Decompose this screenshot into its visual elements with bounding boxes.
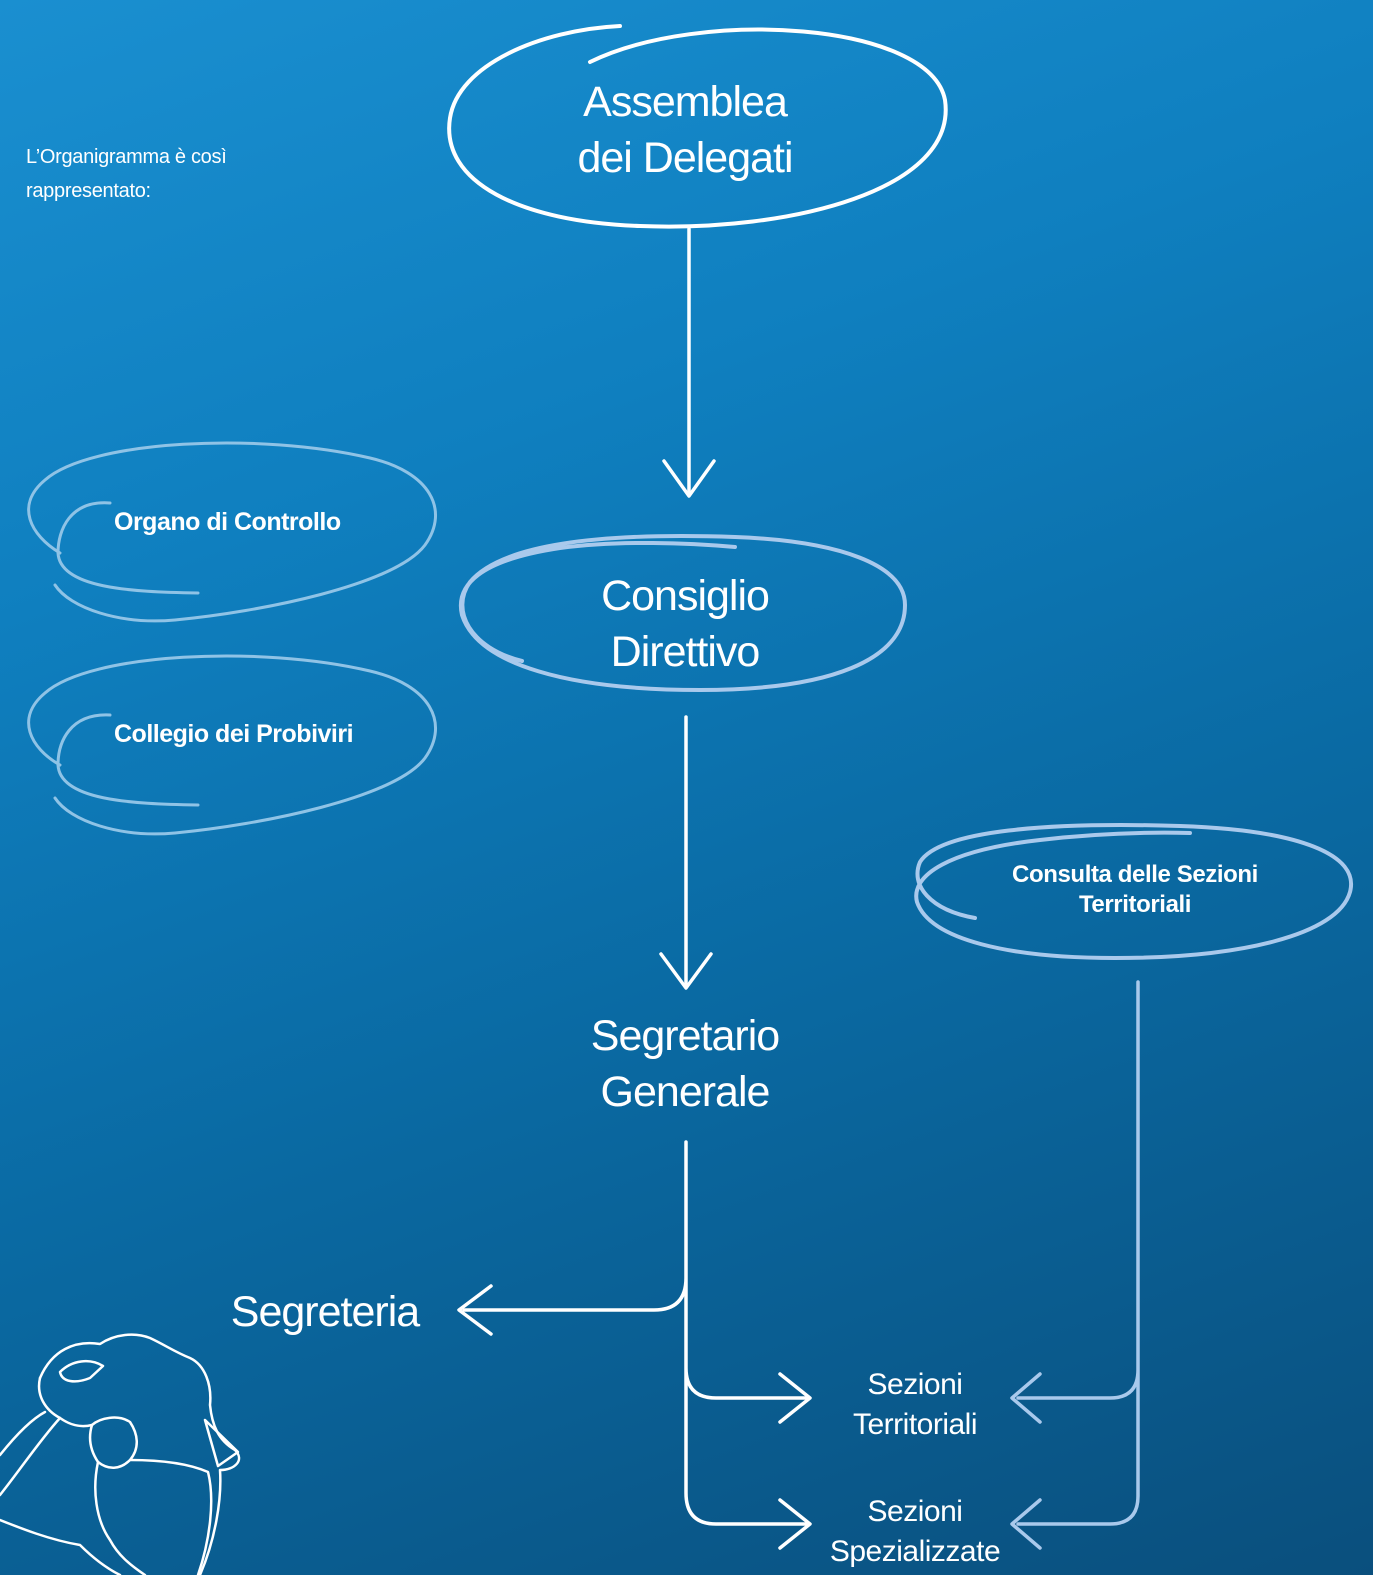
sezioni-territoriali-line1: Sezioni [867, 1368, 963, 1401]
consulta-line2: Territoriali [1078, 891, 1192, 918]
arrowhead-consulta-territoriali [1010, 1372, 1042, 1424]
organo-controllo-loop [27, 441, 437, 623]
arrowhead-sezioni-spezializzate [778, 1498, 812, 1550]
assemblea-line2: dei Delegati [577, 134, 793, 182]
arrowhead-segretario [659, 952, 713, 990]
consulta-line1: Consulta delle Sezioni [1012, 861, 1258, 888]
consiglio-line1: Consiglio [601, 572, 770, 620]
node-consiglio: Consiglio Direttivo [540, 568, 830, 680]
consiglio-loop [458, 534, 908, 693]
consulta-branch-lines [1016, 980, 1140, 1526]
collegio-probiviri-loop [27, 654, 437, 836]
arrowhead-consiglio [662, 459, 716, 498]
node-collegio-probiviri: Collegio dei Probiviri [114, 720, 354, 748]
node-organo-controllo: Organo di Controllo [114, 508, 341, 536]
node-segreteria: Segreteria [230, 1288, 420, 1336]
sezioni-spezializzate-line1: Sezioni [867, 1495, 963, 1528]
sezioni-spezializzate-line2: Spezializzate [829, 1535, 1001, 1568]
intro-text: L’Organigramma è così rappresentato: [26, 146, 227, 202]
assemblea-line1: Assemblea [583, 78, 788, 126]
segretario-branch-lines [462, 1140, 808, 1526]
segretario-line2: Generale [600, 1068, 771, 1116]
arrowhead-consulta-spezializzate [1010, 1498, 1042, 1550]
node-sezioni-spezializzate: Sezioni Spezializzate [815, 1492, 1015, 1572]
node-assemblea: Assemblea dei Delegati [540, 74, 830, 186]
node-consulta: Consulta delle Sezioni Territoriali [970, 860, 1300, 920]
assemblea-loop [447, 24, 948, 229]
arrowhead-sezioni-territoriali [778, 1372, 812, 1424]
decorative-sketch [0, 1333, 241, 1575]
sezioni-territoriali-line2: Territoriali [852, 1408, 978, 1441]
consulta-loop [914, 823, 1354, 961]
node-segretario: Segretario Generale [530, 1008, 840, 1120]
consiglio-line2: Direttivo [610, 628, 761, 676]
node-sezioni-territoriali: Sezioni Territoriali [825, 1365, 1005, 1445]
arrowhead-segreteria [457, 1284, 493, 1336]
segretario-line1: Segretario [590, 1012, 780, 1060]
